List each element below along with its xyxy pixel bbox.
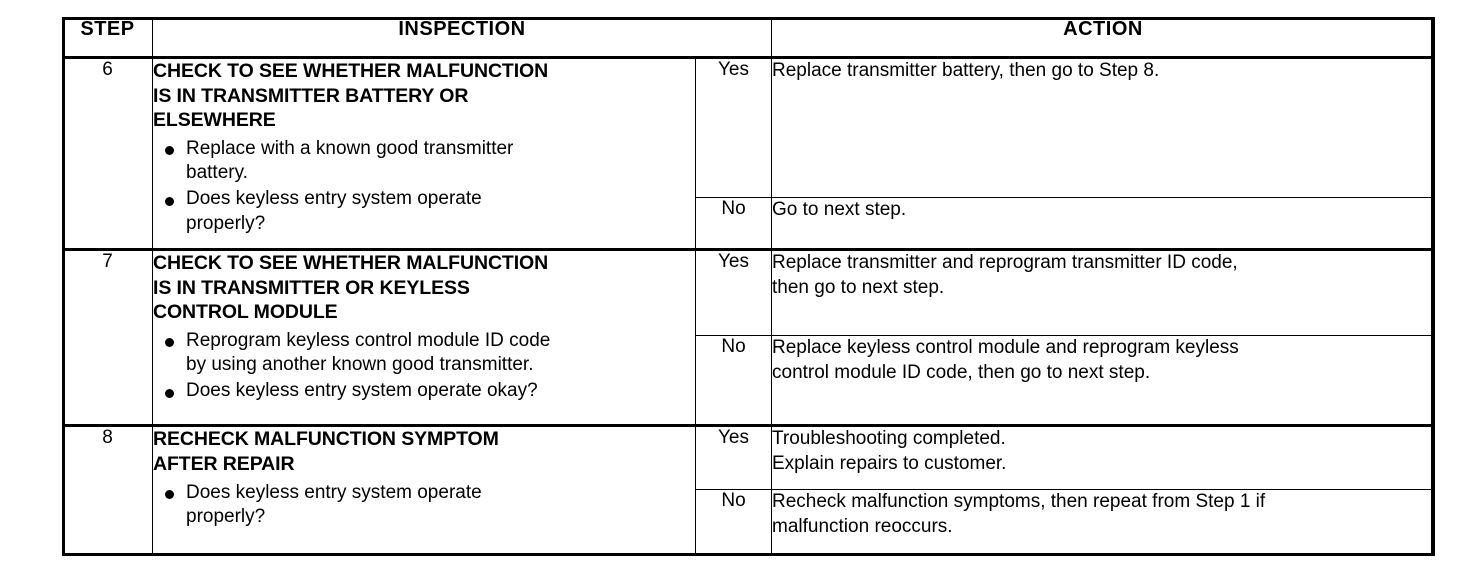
inspection-title-line: CONTROL MODULE — [153, 301, 338, 324]
bullet-icon — [165, 146, 174, 156]
bullet-line: by using another known good transmitter. — [186, 353, 534, 375]
header-step: STEP — [62, 17, 153, 58]
bullet-line: Replace with a known good transmitter — [186, 137, 514, 159]
list-item: Does keyless entry system operate okay? — [153, 379, 695, 403]
bullet-line: properly? — [186, 505, 266, 527]
bullet-line: Does keyless entry system operate — [186, 188, 482, 210]
answer-cell-no: No — [695, 489, 772, 556]
action-line: control module ID code, then go to next … — [772, 361, 1151, 383]
action-cell: Replace transmitter battery, then go to … — [771, 56, 1435, 198]
action-line: Replace transmitter battery, then go to … — [772, 60, 1160, 81]
header-inspection: INSPECTION — [152, 17, 772, 58]
bullet-icon — [165, 338, 174, 348]
action-cell: Replace keyless control module and repro… — [771, 334, 1435, 428]
inspection-title: RECHECK MALFUNCTION SYMPTOM AFTER REPAIR — [153, 427, 695, 476]
bullet-line: Reprogram keyless control module ID code — [186, 329, 551, 351]
table-row: 7 CHECK TO SEE WHETHER MALFUNCTION IS IN… — [62, 247, 1435, 427]
troubleshooting-table: STEP INSPECTION ACTION 6 CHECK TO SEE WH… — [62, 17, 1435, 556]
bullet-line: Does keyless entry system operate — [186, 481, 482, 503]
bullet-icon — [165, 196, 174, 206]
table-header: STEP INSPECTION ACTION — [62, 17, 1435, 58]
inspection-title-line: AFTER REPAIR — [153, 453, 295, 476]
inspection-bullet-list: Does keyless entry system operate proper… — [153, 481, 695, 530]
list-item: Reprogram keyless control module ID code… — [153, 329, 695, 378]
action-line: then go to next step. — [772, 276, 945, 298]
inspection-title: CHECK TO SEE WHETHER MALFUNCTION IS IN T… — [153, 251, 695, 325]
inspection-title-line: IS IN TRANSMITTER OR KEYLESS — [153, 276, 470, 299]
step-number-cell: 7 — [62, 247, 153, 427]
action-line: Troubleshooting completed. — [772, 428, 1006, 450]
action-line: Go to next step. — [772, 199, 907, 220]
action-line: Explain repairs to customer. — [772, 453, 1007, 475]
bullet-line: properly? — [186, 212, 266, 234]
bullet-line: Does keyless entry system operate okay? — [186, 380, 538, 402]
table-row: 8 RECHECK MALFUNCTION SYMPTOM AFTER REPA… — [62, 424, 1435, 556]
action-line: Replace keyless control module and repro… — [772, 336, 1239, 358]
inspection-title: CHECK TO SEE WHETHER MALFUNCTION IS IN T… — [153, 59, 695, 133]
action-cell: Replace transmitter and reprogram transm… — [771, 247, 1435, 336]
bullet-icon — [165, 388, 174, 398]
inspection-cell: CHECK TO SEE WHETHER MALFUNCTION IS IN T… — [152, 247, 696, 427]
action-cell: Go to next step. — [771, 197, 1435, 251]
table-body: 6 CHECK TO SEE WHETHER MALFUNCTION IS IN… — [62, 56, 1435, 556]
list-item: Does keyless entry system operate proper… — [153, 481, 695, 530]
answer-cell-yes: Yes — [695, 424, 772, 491]
answer-cell-yes: Yes — [695, 247, 772, 336]
action-line: Replace transmitter and reprogram transm… — [772, 251, 1238, 273]
inspection-bullet-list: Replace with a known good transmitter ba… — [153, 137, 695, 236]
bullet-line: battery. — [186, 162, 248, 183]
inspection-bullet-list: Reprogram keyless control module ID code… — [153, 329, 695, 404]
table-row: No Go to next step. — [63, 197, 1435, 251]
action-line: Recheck malfunction symptoms, then repea… — [772, 491, 1266, 513]
inspection-title-line: CHECK TO SEE WHETHER MALFUNCTION — [153, 251, 549, 274]
inspection-title-line: ELSEWHERE — [153, 109, 276, 132]
list-item: Does keyless entry system operate proper… — [153, 187, 695, 236]
inspection-title-line: RECHECK MALFUNCTION SYMPTOM — [153, 428, 499, 451]
step-number-cell: 6 — [62, 56, 153, 250]
answer-cell-no: No — [695, 334, 772, 428]
inspection-title-line: CHECK TO SEE WHETHER MALFUNCTION — [153, 60, 549, 82]
action-cell: Troubleshooting completed. Explain repai… — [771, 424, 1435, 491]
bullet-icon — [165, 490, 174, 500]
inspection-cell: RECHECK MALFUNCTION SYMPTOM AFTER REPAIR… — [152, 424, 696, 556]
inspection-title-line: IS IN TRANSMITTER BATTERY OR — [153, 84, 469, 107]
table-row: No Replace keyless control module and re… — [63, 334, 1435, 428]
header-row: STEP INSPECTION ACTION — [62, 17, 1435, 58]
action-cell: Recheck malfunction symptoms, then repea… — [771, 489, 1435, 556]
step-number-cell: 8 — [62, 424, 153, 556]
list-item: Replace with a known good transmitter ba… — [153, 137, 695, 186]
table-row: 6 CHECK TO SEE WHETHER MALFUNCTION IS IN… — [62, 56, 1435, 250]
action-line: malfunction reoccurs. — [772, 516, 953, 538]
header-action: ACTION — [771, 17, 1435, 58]
answer-cell-yes: Yes — [695, 56, 772, 198]
inspection-cell: CHECK TO SEE WHETHER MALFUNCTION IS IN T… — [152, 56, 696, 250]
answer-cell-no: No — [695, 197, 772, 251]
